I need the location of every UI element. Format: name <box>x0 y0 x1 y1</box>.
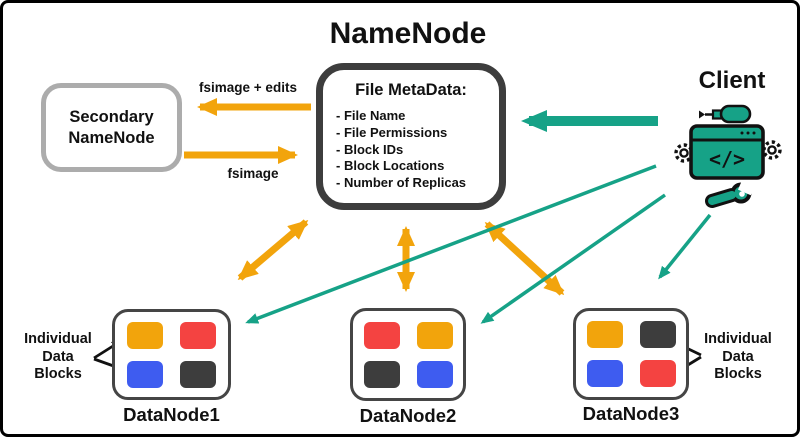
metadata-item-block-ids: - Block IDs <box>336 141 404 157</box>
namenode-title: NameNode <box>329 17 487 50</box>
screwdriver-icon <box>699 104 752 124</box>
datanode2-panel <box>350 308 466 401</box>
datanode2-label: DataNode2 <box>359 405 457 426</box>
data-block <box>363 321 400 349</box>
gear-icon <box>762 140 782 160</box>
file-metadata-title: File MetaData: <box>355 81 467 99</box>
data-block <box>127 321 163 349</box>
data-block <box>363 360 400 388</box>
arrow-namenode-datanode3 <box>484 221 565 296</box>
datanode3-label: DataNode3 <box>582 403 680 424</box>
data-block <box>180 360 216 388</box>
individual-data-blocks-note-right: Individual Data Blocks <box>704 331 772 382</box>
metadata-item-number-of-replicas: - Number of Replicas <box>336 174 467 190</box>
arrow-client-datanode2 <box>480 193 667 324</box>
data-block <box>180 321 216 349</box>
wrench-icon <box>705 180 755 208</box>
metadata-item-block-locations: - Block Locations <box>336 158 445 174</box>
client-icon: </> <box>674 104 782 208</box>
data-block <box>416 321 453 349</box>
gear-icon <box>674 143 694 163</box>
metadata-item-file-permissions: - File Permissions <box>336 124 448 140</box>
arrow-namenode-datanode1 <box>237 219 309 281</box>
client-title: Client <box>698 67 766 94</box>
data-block <box>416 360 453 388</box>
arrow-client-datanode3 <box>658 213 712 280</box>
code-icon: </> <box>709 147 745 171</box>
datanode3-panel <box>573 308 689 400</box>
fsimage-label: fsimage <box>227 166 279 181</box>
fsimage-edits-label: fsimage + edits <box>199 80 297 95</box>
data-block <box>586 360 623 387</box>
datanode1-panel <box>112 309 231 400</box>
individual-data-blocks-note-left: Individual Data Blocks <box>24 331 92 382</box>
data-block <box>639 360 676 387</box>
metadata-item-file-name: - File Name <box>336 108 406 124</box>
data-block <box>127 360 163 388</box>
secondary-namenode-label: Secondary NameNode <box>68 107 155 147</box>
secondary-namenode-panel: Secondary NameNode <box>41 83 182 172</box>
file-metadata-panel: File MetaData: - File Name - File Permis… <box>316 63 506 210</box>
client-browser-icon: </> <box>689 124 765 180</box>
data-block <box>639 321 676 348</box>
datanode1-label: DataNode1 <box>123 404 220 425</box>
data-block <box>586 321 623 348</box>
